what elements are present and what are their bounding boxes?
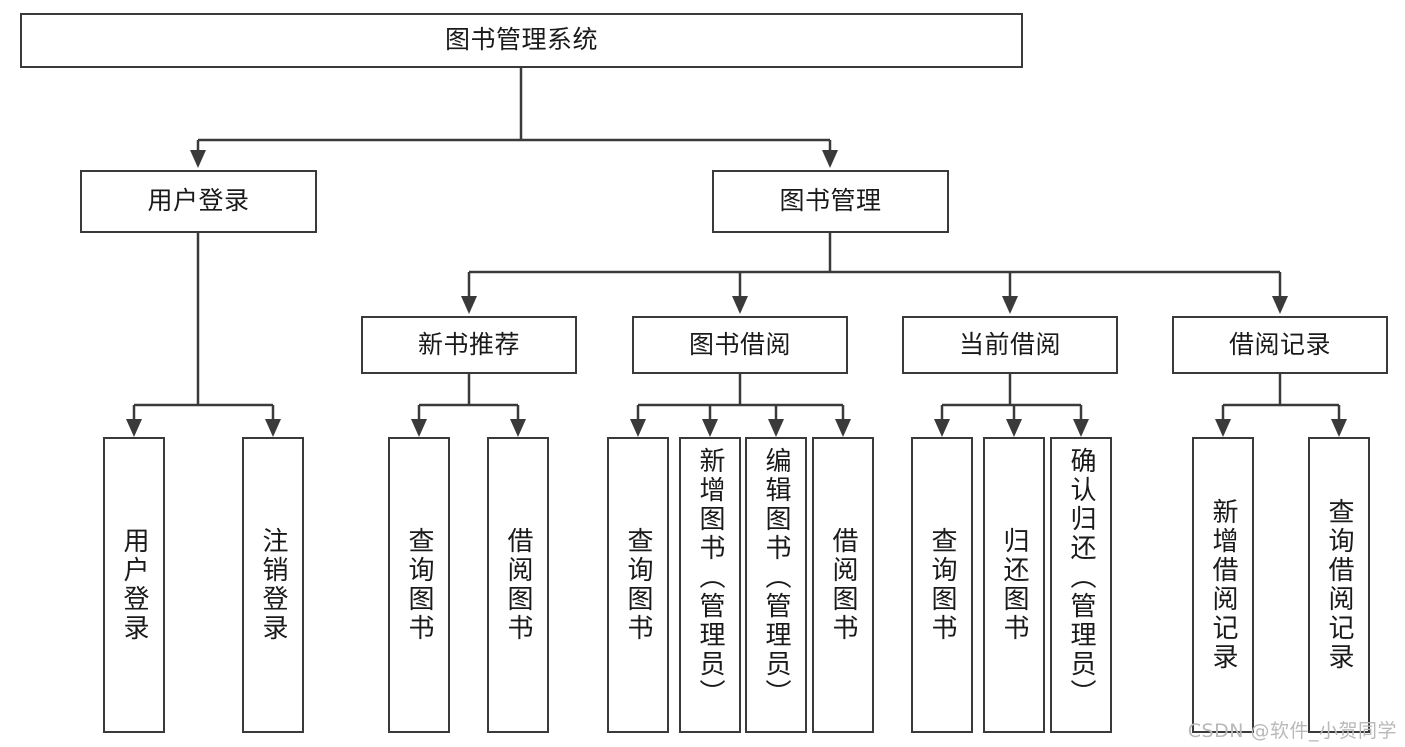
node-book-borrow[interactable]: 图书借阅	[632, 316, 848, 374]
group-book-borrow-arrow-2-head	[768, 419, 784, 437]
node-leaf-edit-book-label: 编辑图书（管理员）	[761, 447, 791, 708]
book-manage-arrow-3-head	[1272, 296, 1288, 314]
node-borrow-record-label: 借阅记录	[1228, 329, 1331, 359]
node-leaf-query-book-1[interactable]: 查询图书	[388, 437, 450, 733]
group-user-login-arrow-1-head	[265, 419, 281, 437]
node-leaf-query-book-2-label: 查询图书	[623, 527, 653, 643]
group-user-login-arrow-0-head	[126, 419, 142, 437]
node-user-login[interactable]: 用户登录	[80, 170, 317, 233]
node-leaf-user-login[interactable]: 用户登录	[103, 437, 165, 733]
group-book-borrow-arrow-3-head	[835, 419, 851, 437]
group-new-book-recommend-arrow-1-head	[510, 419, 526, 437]
node-book-borrow-label: 图书借阅	[688, 329, 791, 359]
node-new-book-recommend[interactable]: 新书推荐	[361, 316, 577, 374]
node-leaf-user-login-label: 用户登录	[119, 527, 149, 643]
node-leaf-borrow-book-2-label: 借阅图书	[828, 527, 858, 643]
watermark: CSDN @软件_小贺同学	[1187, 720, 1397, 742]
node-leaf-query-book-3-label: 查询图书	[927, 527, 957, 643]
node-leaf-query-record-label: 查询借阅记录	[1324, 498, 1354, 672]
node-leaf-return-book[interactable]: 归还图书	[983, 437, 1045, 733]
group-new-book-recommend-arrow-0-head	[411, 419, 427, 437]
node-leaf-add-book[interactable]: 新增图书（管理员）	[679, 437, 741, 733]
root-arrow-0-head	[190, 150, 206, 168]
group-book-borrow-arrow-1-head	[702, 419, 718, 437]
node-leaf-query-record[interactable]: 查询借阅记录	[1308, 437, 1370, 733]
group-borrow-record-arrow-1-head	[1331, 419, 1347, 437]
node-leaf-borrow-book-1-label: 借阅图书	[503, 527, 533, 643]
node-leaf-add-book-label: 新增图书（管理员）	[695, 447, 725, 708]
node-root-system-label: 图书管理系统	[444, 25, 598, 55]
node-leaf-query-book-3[interactable]: 查询图书	[911, 437, 973, 733]
node-current-borrow[interactable]: 当前借阅	[902, 316, 1118, 374]
group-current-borrow-arrow-2-head	[1073, 419, 1089, 437]
book-manage-arrow-2-head	[1002, 296, 1018, 314]
node-leaf-query-book-2[interactable]: 查询图书	[607, 437, 669, 733]
group-current-borrow-arrow-1-head	[1006, 419, 1022, 437]
node-leaf-user-logout[interactable]: 注销登录	[242, 437, 304, 733]
node-leaf-edit-book[interactable]: 编辑图书（管理员）	[745, 437, 807, 733]
node-book-manage[interactable]: 图书管理	[712, 170, 949, 233]
node-leaf-borrow-book-1[interactable]: 借阅图书	[487, 437, 549, 733]
node-leaf-add-record[interactable]: 新增借阅记录	[1192, 437, 1254, 733]
root-arrow-1-head	[822, 150, 838, 168]
node-leaf-return-book-label: 归还图书	[999, 527, 1029, 643]
book-manage-arrow-1-head	[732, 296, 748, 314]
node-borrow-record[interactable]: 借阅记录	[1172, 316, 1388, 374]
book-manage-arrow-0-head	[461, 296, 477, 314]
node-leaf-query-book-1-label: 查询图书	[404, 527, 434, 643]
node-user-login-label: 用户登录	[147, 186, 250, 216]
node-current-borrow-label: 当前借阅	[958, 329, 1061, 359]
node-leaf-borrow-book-2[interactable]: 借阅图书	[812, 437, 874, 733]
group-book-borrow-arrow-0-head	[630, 419, 646, 437]
group-current-borrow-arrow-0-head	[934, 419, 950, 437]
group-borrow-record-arrow-0-head	[1215, 419, 1231, 437]
node-leaf-confirm-return-label: 确认归还（管理员）	[1066, 447, 1096, 708]
node-leaf-confirm-return[interactable]: 确认归还（管理员）	[1050, 437, 1112, 733]
node-book-manage-label: 图书管理	[779, 186, 882, 216]
node-new-book-recommend-label: 新书推荐	[417, 329, 520, 359]
node-leaf-add-record-label: 新增借阅记录	[1208, 498, 1238, 672]
node-leaf-user-logout-label: 注销登录	[258, 527, 288, 643]
node-root-system[interactable]: 图书管理系统	[20, 13, 1023, 68]
